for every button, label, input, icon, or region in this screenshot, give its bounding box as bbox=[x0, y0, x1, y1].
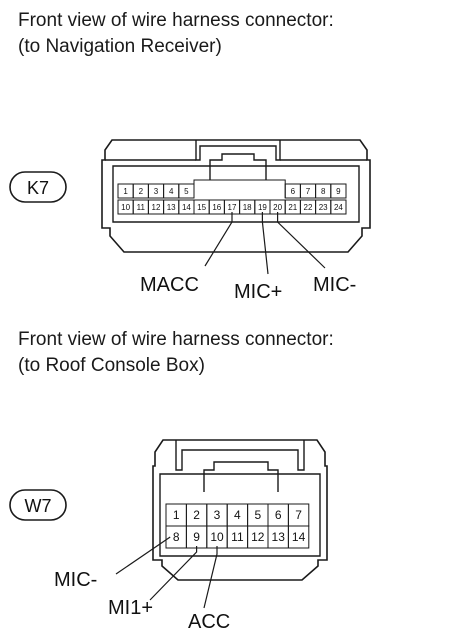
connector-w7-id: W7 bbox=[25, 496, 52, 516]
signal-label-mic-minus: MIC- bbox=[313, 274, 356, 296]
connector-w7-body bbox=[159, 473, 321, 557]
pin-number: 21 bbox=[288, 203, 297, 212]
pin-number: 22 bbox=[304, 203, 313, 212]
pin-number: 9 bbox=[193, 530, 200, 544]
signal-label-acc: ACC bbox=[188, 611, 230, 633]
pin-number: 12 bbox=[251, 530, 265, 544]
pin-number: 7 bbox=[306, 187, 311, 196]
connector-k7-latch bbox=[195, 140, 281, 161]
connector-k7-leaders bbox=[204, 212, 326, 275]
pin-number: 17 bbox=[228, 203, 237, 212]
connector-w7-leaders bbox=[115, 536, 218, 609]
pin-number: 12 bbox=[152, 203, 161, 212]
pin-number: 7 bbox=[295, 508, 302, 522]
pin-number: 5 bbox=[184, 187, 189, 196]
pin-number: 8 bbox=[321, 187, 326, 196]
connector-w7-latch bbox=[175, 440, 305, 471]
signal-label-macc: MACC bbox=[140, 274, 199, 296]
pin-number: 6 bbox=[275, 508, 282, 522]
leader-line bbox=[277, 212, 326, 269]
pin-number: 2 bbox=[193, 508, 200, 522]
leader-line bbox=[203, 546, 218, 609]
pin-number: 20 bbox=[273, 203, 282, 212]
pin-cell bbox=[287, 525, 310, 549]
pin-number: 11 bbox=[231, 530, 244, 544]
pin-number: 6 bbox=[291, 187, 296, 196]
pin-number: 14 bbox=[182, 203, 191, 212]
signal-label-mi1-plus: MI1+ bbox=[108, 597, 153, 619]
caption-line: Front view of wire harness connector: bbox=[18, 329, 334, 350]
pin-number: 24 bbox=[334, 203, 343, 212]
caption-roof-console-box: Front view of wire harness connector: (t… bbox=[18, 327, 334, 379]
pin-number: 16 bbox=[212, 203, 221, 212]
pin-number: 19 bbox=[258, 203, 267, 212]
caption-line: Front view of wire harness connector: bbox=[18, 10, 334, 31]
pin-number: 1 bbox=[123, 187, 128, 196]
pin-number: 11 bbox=[137, 203, 146, 212]
leader-line bbox=[261, 212, 269, 275]
pin-number: 3 bbox=[154, 187, 159, 196]
pin-number: 1 bbox=[173, 508, 180, 522]
pin-number: 13 bbox=[167, 203, 176, 212]
pin-number: 10 bbox=[121, 203, 130, 212]
pin-number: 15 bbox=[197, 203, 206, 212]
pin-cell bbox=[330, 199, 347, 215]
leader-line bbox=[149, 546, 198, 601]
pin-number: 18 bbox=[243, 203, 252, 212]
pin-number: 14 bbox=[292, 530, 306, 544]
pin-cell bbox=[330, 183, 347, 199]
pin-number: 23 bbox=[319, 203, 328, 212]
pin-number: 3 bbox=[214, 508, 221, 522]
leader-line bbox=[204, 212, 233, 267]
pin-number: 2 bbox=[139, 187, 144, 196]
connector-w7-housing bbox=[152, 439, 328, 581]
connector-k7-housing bbox=[101, 139, 371, 253]
connector-k7-id: K7 bbox=[27, 178, 49, 198]
signal-label-mic-minus: MIC- bbox=[54, 569, 97, 591]
caption-navigation-receiver: Front view of wire harness connector: (t… bbox=[18, 8, 334, 60]
connector-k7-latch-inner bbox=[209, 153, 267, 180]
caption-line: (to Navigation Receiver) bbox=[18, 36, 222, 57]
pin-number: 8 bbox=[173, 530, 180, 544]
signal-label-mic-plus: MIC+ bbox=[234, 281, 282, 303]
pin-number: 9 bbox=[336, 187, 341, 196]
leader-line bbox=[115, 536, 171, 575]
pin-number: 10 bbox=[210, 530, 224, 544]
connector-w7-badge: W7 bbox=[9, 489, 67, 521]
pin-number: 13 bbox=[272, 530, 286, 544]
connector-k7-body bbox=[112, 165, 360, 223]
caption-line: (to Roof Console Box) bbox=[18, 355, 205, 376]
pin-number: 4 bbox=[234, 508, 241, 522]
connector-w7-latch-inner bbox=[203, 461, 279, 492]
pin-grid-outline bbox=[193, 179, 286, 198]
connector-k7-badge: K7 bbox=[9, 171, 67, 203]
pin-number: 5 bbox=[254, 508, 261, 522]
pin-number: 4 bbox=[169, 187, 174, 196]
